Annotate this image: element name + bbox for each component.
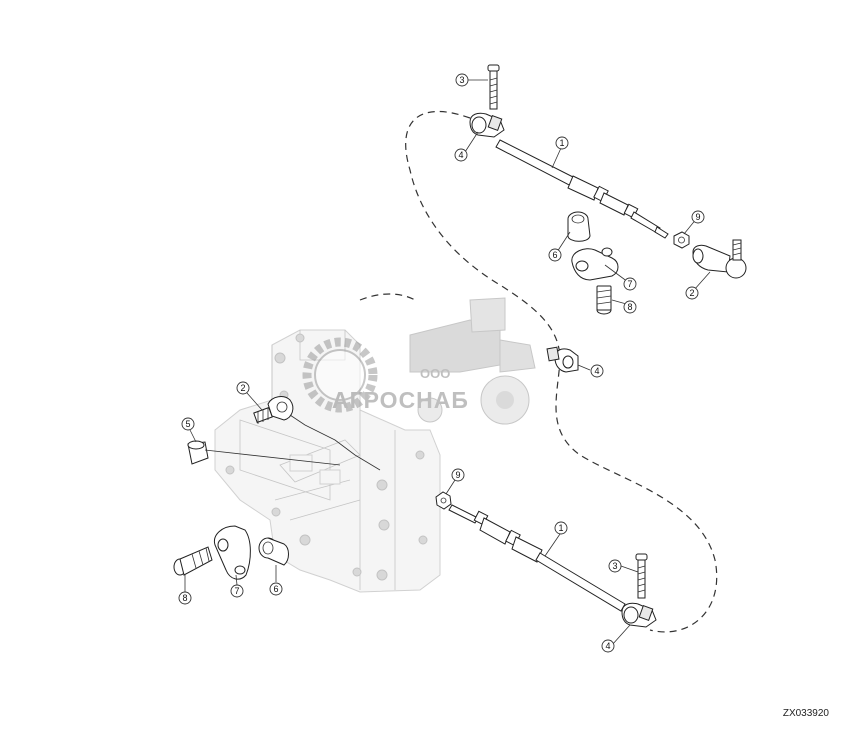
svg-text:1: 1: [559, 138, 564, 148]
svg-text:1: 1: [558, 523, 563, 533]
svg-text:9: 9: [455, 470, 460, 480]
svg-text:5: 5: [185, 419, 190, 429]
watermark-gear-icon: [302, 337, 378, 413]
callout-5-left: 5: [181, 417, 195, 431]
watermark-logo: ООО АГРОСНАБ: [302, 297, 536, 425]
callout-3-bottom: 3: [608, 559, 622, 573]
callout-9-middle: 9: [451, 468, 465, 482]
svg-text:2: 2: [689, 288, 694, 298]
svg-text:3: 3: [459, 75, 464, 85]
watermark-prefix: ООО: [420, 366, 450, 381]
callout-6-top: 6: [548, 248, 562, 262]
callout-8-bottom: 8: [178, 591, 192, 605]
screw-bottom: [173, 546, 213, 576]
clamp-top: [469, 112, 505, 138]
nut-top: [673, 231, 690, 249]
svg-text:7: 7: [627, 279, 632, 289]
callout-2-left: 2: [236, 381, 250, 395]
callout-4-middle: 4: [590, 364, 604, 378]
bolt-top: [487, 64, 500, 110]
screw-top: [596, 285, 612, 315]
svg-text:9: 9: [695, 212, 700, 222]
clamp-half-top: [571, 247, 619, 281]
watermark-harvester-icon: [409, 297, 536, 425]
svg-text:6: 6: [552, 250, 557, 260]
svg-text:8: 8: [627, 302, 632, 312]
drawing-id: ZX033920: [782, 708, 829, 719]
svg-text:4: 4: [458, 150, 463, 160]
callout-7-top: 7: [623, 277, 637, 291]
callout-8-top: 8: [623, 300, 637, 314]
cable-bottom: [448, 504, 626, 612]
svg-text:8: 8: [182, 593, 187, 603]
top-cable-assembly: [469, 64, 747, 315]
transmission-housing: [214, 329, 441, 593]
bushing-bottom: [258, 537, 289, 566]
clamp-bottom: [621, 602, 657, 628]
left-ball-joint: [253, 396, 381, 471]
callouts: 1 2 3 4 6 7 8 9 4 2 5 9 1 3 4 8 7 6: [178, 73, 705, 653]
watermark-name: АГРОСНАБ: [332, 387, 469, 413]
svg-text:3: 3: [612, 561, 617, 571]
svg-text:2: 2: [240, 383, 245, 393]
callout-4-top: 4: [454, 148, 468, 162]
callout-3-top: 3: [455, 73, 469, 87]
housing-dashed-outline: [359, 293, 416, 301]
bottom-cable-assembly: [173, 491, 657, 628]
bushing-top: [567, 211, 591, 242]
nut-middle: [435, 491, 452, 510]
bolt-bottom: [635, 553, 648, 599]
svg-text:7: 7: [234, 586, 239, 596]
cable-top: [495, 139, 669, 239]
callout-6-bottom: 6: [269, 582, 283, 596]
svg-text:4: 4: [594, 366, 599, 376]
callout-2-top: 2: [685, 286, 699, 300]
clamp-middle: [546, 346, 579, 373]
ball-joint-top: [692, 239, 747, 279]
svg-text:6: 6: [273, 584, 278, 594]
svg-text:4: 4: [605, 641, 610, 651]
left-nut: [187, 440, 341, 466]
callout-1-bottom: 1: [554, 521, 568, 535]
callout-7-bottom: 7: [230, 584, 244, 598]
clamp-half-bottom: [213, 525, 251, 580]
callout-9-top: 9: [691, 210, 705, 224]
callout-1-top: 1: [555, 136, 569, 150]
callout-4-bottom: 4: [601, 639, 615, 653]
